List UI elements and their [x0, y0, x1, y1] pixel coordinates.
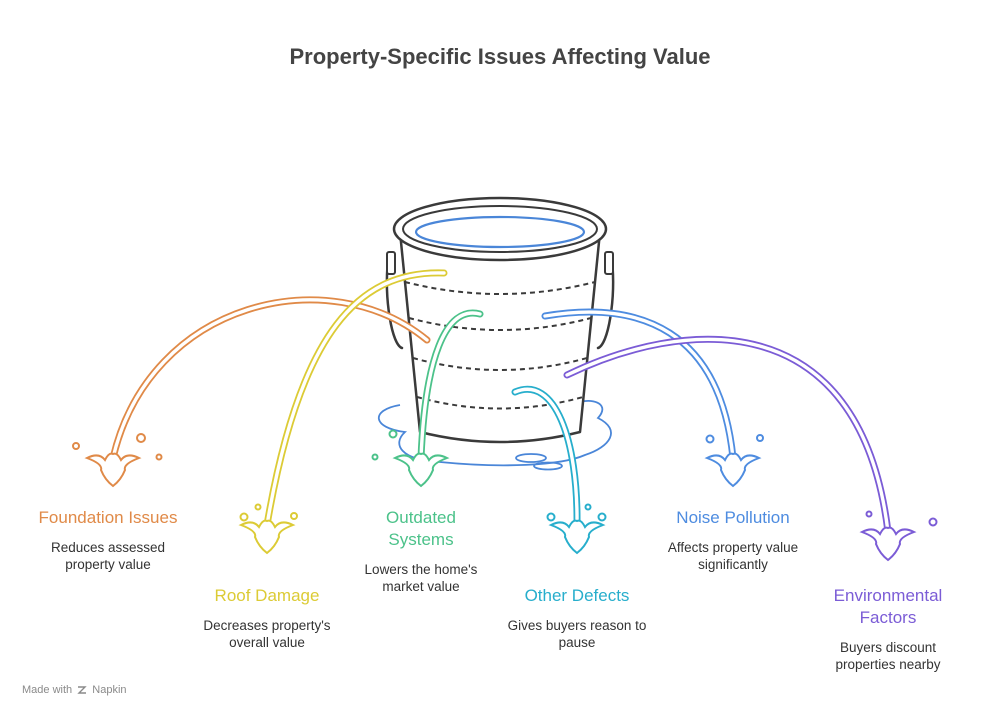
- diagram-title: Property-Specific Issues Affecting Value: [289, 44, 711, 69]
- bucket-water: [414, 215, 586, 249]
- issue-environmental: Environmental Factors Buyers discount pr…: [818, 585, 958, 673]
- splash-roof: [238, 503, 298, 555]
- footer-brand: Napkin: [92, 684, 127, 696]
- bucket-rim: [392, 196, 608, 262]
- issue-other: Other Defects Gives buyers reason to pau…: [502, 585, 652, 651]
- issue-label: Roof Damage: [214, 586, 320, 605]
- leak-stream-noise: [541, 308, 737, 462]
- issue-outdated: Outdated Systems Lowers the home's marke…: [353, 507, 489, 595]
- bucket: [385, 196, 615, 444]
- leak-stream-outdated: [417, 309, 484, 462]
- issue-description: Affects property value significantly: [667, 540, 799, 572]
- issue-description: Reduces assessed property value: [50, 540, 166, 572]
- issue-label: Outdated Systems: [386, 508, 456, 549]
- leak-stream-foundation: [109, 296, 431, 462]
- issue-description: Lowers the home's market value: [364, 562, 478, 594]
- issue-foundation: Foundation Issues Reduces assessed prope…: [38, 507, 178, 573]
- issue-label: Foundation Issues: [38, 508, 178, 527]
- leak-stream-environmental: [563, 335, 892, 536]
- splash-other: [546, 503, 607, 555]
- footer-credit: Made with Napkin: [22, 684, 127, 696]
- splash-environmental: [859, 510, 938, 562]
- splash-foundation: [72, 433, 163, 488]
- issue-description: Buyers discount properties nearby: [835, 640, 941, 672]
- bucket-body: [398, 230, 602, 444]
- issue-label: Other Defects: [524, 586, 630, 605]
- issue-description: Gives buyers reason to pause: [507, 618, 647, 650]
- issue-roof: Roof Damage Decreases property's overall…: [192, 585, 342, 651]
- leak-stream-other: [511, 385, 581, 529]
- issue-label: Environmental Factors: [833, 586, 943, 627]
- footer-prefix: Made with: [22, 684, 73, 696]
- issue-description: Decreases property's overall value: [203, 618, 331, 650]
- splash-outdated: [371, 429, 450, 488]
- issue-label: Noise Pollution: [676, 508, 790, 527]
- issue-noise: Noise Pollution Affects property value s…: [658, 507, 808, 573]
- leak-stream-roof: [263, 269, 448, 529]
- splash-noise: [704, 434, 764, 488]
- napkin-logo-icon: [77, 686, 87, 694]
